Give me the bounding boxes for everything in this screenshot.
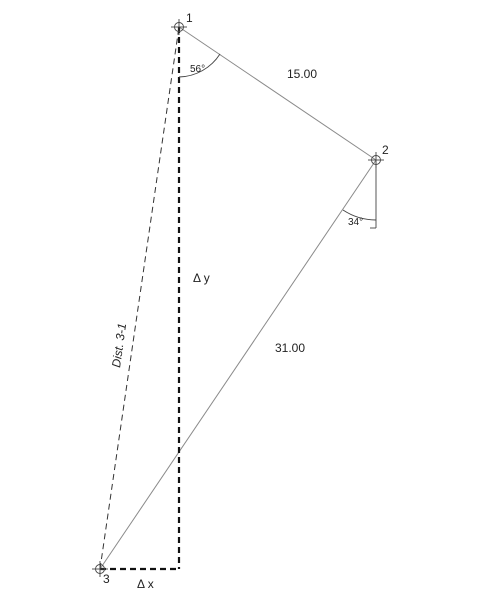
angle-label-p1: 56°: [190, 64, 205, 75]
line-1-2: [178, 26, 377, 161]
angle-arc-p2: [342, 209, 377, 221]
point-2-marker: [368, 152, 384, 168]
distance-label-3-1: Dist. 3-1: [109, 322, 129, 368]
delta-x-label: Δ x: [137, 577, 154, 591]
point-3-marker: [92, 561, 108, 577]
point-1-marker: [171, 19, 187, 35]
angle-arc-p1: [178, 53, 221, 78]
distance-label-2-3: 31.00: [275, 341, 305, 355]
point-2-label: 2: [382, 143, 389, 157]
point-1-label: 1: [186, 11, 193, 25]
point-3-label: 3: [103, 572, 110, 586]
line-2-3: [99, 159, 377, 570]
line-3-1-dashed: [99, 26, 180, 570]
angle-label-p2: 34°: [348, 217, 363, 228]
delta-y-label: Δ y: [193, 271, 210, 285]
distance-label-1-2: 15.00: [287, 67, 317, 81]
